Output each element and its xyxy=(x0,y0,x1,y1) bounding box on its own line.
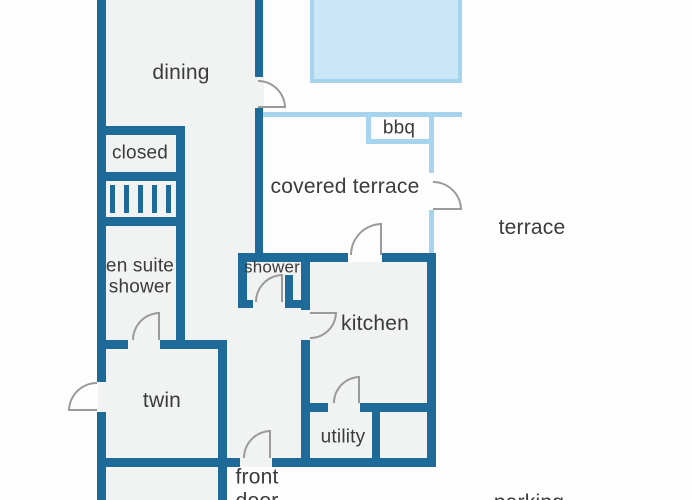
wall xyxy=(98,126,185,135)
wall xyxy=(97,412,106,500)
label-twin: twin xyxy=(142,389,182,413)
wall xyxy=(176,126,185,349)
wall xyxy=(238,253,247,308)
label-en-suite-shower: en suite shower xyxy=(105,255,175,298)
door-dining xyxy=(258,80,286,108)
label-covered-terrace: covered terrace xyxy=(270,175,420,199)
wall xyxy=(366,112,371,144)
wall xyxy=(372,403,380,466)
wall xyxy=(238,300,253,308)
stairs xyxy=(138,185,143,213)
label-shower: shower xyxy=(243,257,301,277)
wall xyxy=(97,0,106,382)
stairs xyxy=(152,185,157,213)
wall xyxy=(255,0,263,77)
wall xyxy=(98,340,128,349)
wall xyxy=(382,253,436,262)
stairs xyxy=(110,185,115,213)
label-front-door: front door xyxy=(235,465,279,500)
wall xyxy=(366,139,433,144)
wall xyxy=(360,403,436,412)
label-closed: closed xyxy=(111,142,169,164)
wall xyxy=(272,458,436,467)
wall xyxy=(285,300,310,308)
wall xyxy=(427,253,436,467)
wall xyxy=(238,253,348,262)
room-covered-terrace xyxy=(258,112,434,262)
wall xyxy=(255,108,263,262)
wall xyxy=(218,342,227,500)
stairs xyxy=(166,185,171,213)
pool xyxy=(310,0,462,83)
wall xyxy=(98,458,240,467)
label-dining: dining xyxy=(152,61,210,85)
wall xyxy=(98,217,185,226)
wall xyxy=(301,253,310,310)
wall xyxy=(285,275,293,308)
label-parking: parking xyxy=(494,491,564,500)
label-terrace: terrace xyxy=(498,216,566,240)
stairs xyxy=(124,185,129,213)
wall xyxy=(98,172,185,181)
wall xyxy=(429,210,434,258)
wall xyxy=(160,340,227,349)
door-twin-exterior xyxy=(68,382,97,411)
label-bbq: bbq xyxy=(382,117,416,139)
wall xyxy=(258,112,462,117)
label-utility: utility xyxy=(320,426,366,448)
wall xyxy=(301,403,328,412)
label-kitchen: kitchen xyxy=(341,312,409,336)
door-terrace xyxy=(433,181,462,210)
room-twin-block xyxy=(98,340,226,500)
